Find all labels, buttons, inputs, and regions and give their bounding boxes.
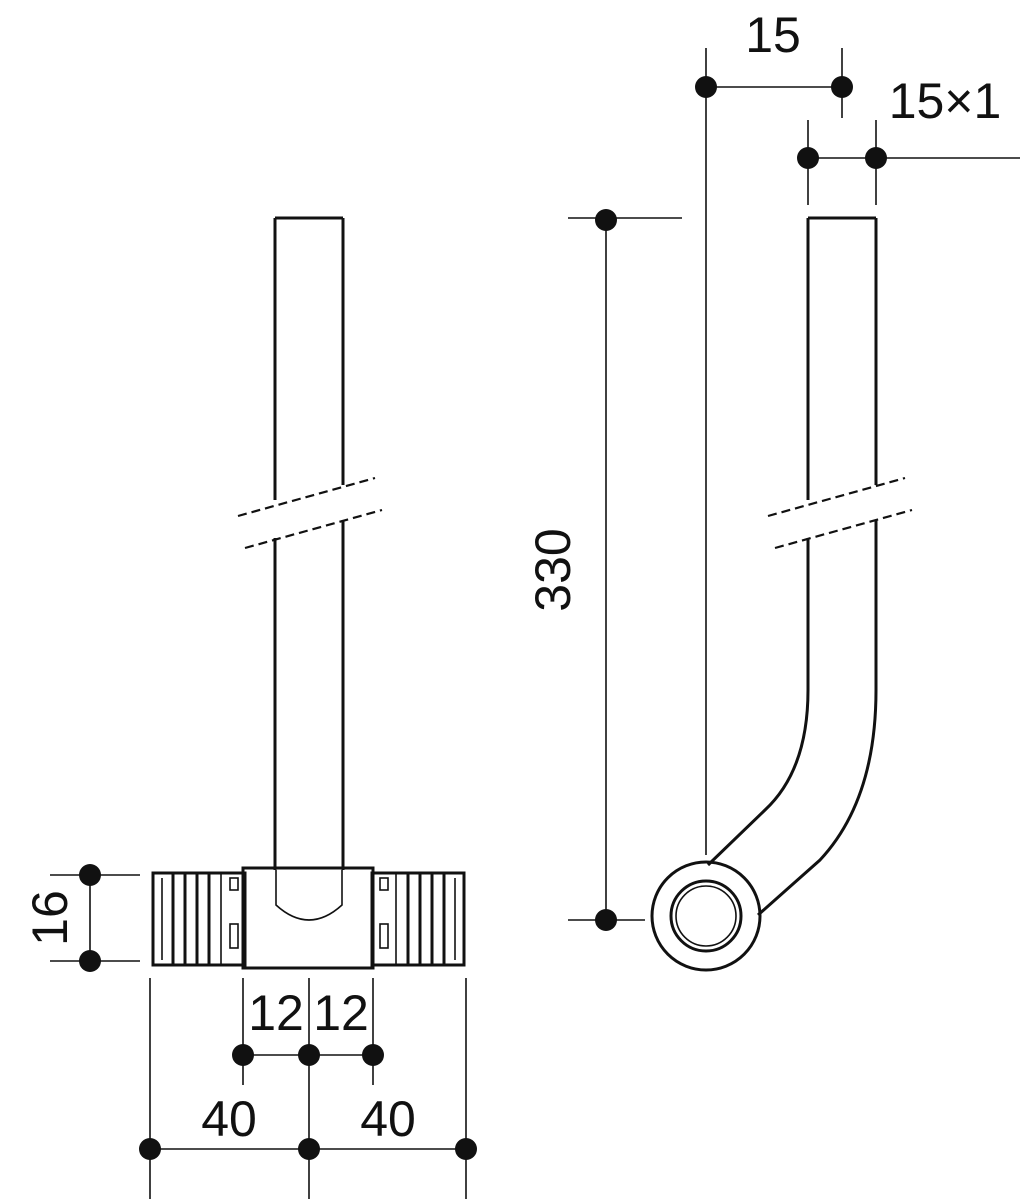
tee-bore: [275, 870, 343, 921]
socket-end-bore: [675, 885, 737, 947]
break-line-top: [237, 476, 376, 518]
height-label-330: 330: [525, 528, 581, 611]
dimension-offset-12-12: 12 12: [232, 978, 384, 1199]
break-line-bottom: [244, 508, 383, 550]
vertical-pipe-upper: [273, 216, 345, 500]
pipe-size-label: 15×1: [889, 73, 1002, 129]
height-label-16: 16: [22, 890, 78, 946]
dimension-pipe-size: 15×1: [797, 73, 1020, 205]
side-pipe-bend-outer: [757, 520, 878, 917]
tee-fitting-front-view: [151, 216, 466, 970]
left-socket: [151, 871, 247, 967]
dimension-length-40-40: 40 40: [139, 978, 477, 1199]
offset-label-15: 15: [745, 7, 801, 63]
right-socket: [370, 871, 466, 967]
dimension-offset-15: 15: [695, 7, 853, 855]
offset-label-left: 12: [248, 985, 304, 1041]
side-break-line-top: [767, 476, 906, 518]
side-pipe-upper: [806, 216, 878, 500]
vertical-pipe-lower: [273, 520, 345, 870]
side-break-line-bottom: [774, 508, 913, 550]
socket-end-inner: [669, 879, 743, 953]
offset-label-right: 12: [313, 985, 369, 1041]
dimension-height-330: 330: [525, 209, 682, 931]
tee-fitting-side-view: [650, 216, 913, 972]
dimension-height-16: 16: [22, 864, 140, 972]
length-label-right: 40: [360, 1091, 416, 1147]
tee-body: [241, 866, 375, 970]
side-pipe-bend-inner: [706, 538, 810, 867]
socket-end-outer: [650, 860, 762, 972]
length-label-left: 40: [201, 1091, 257, 1147]
